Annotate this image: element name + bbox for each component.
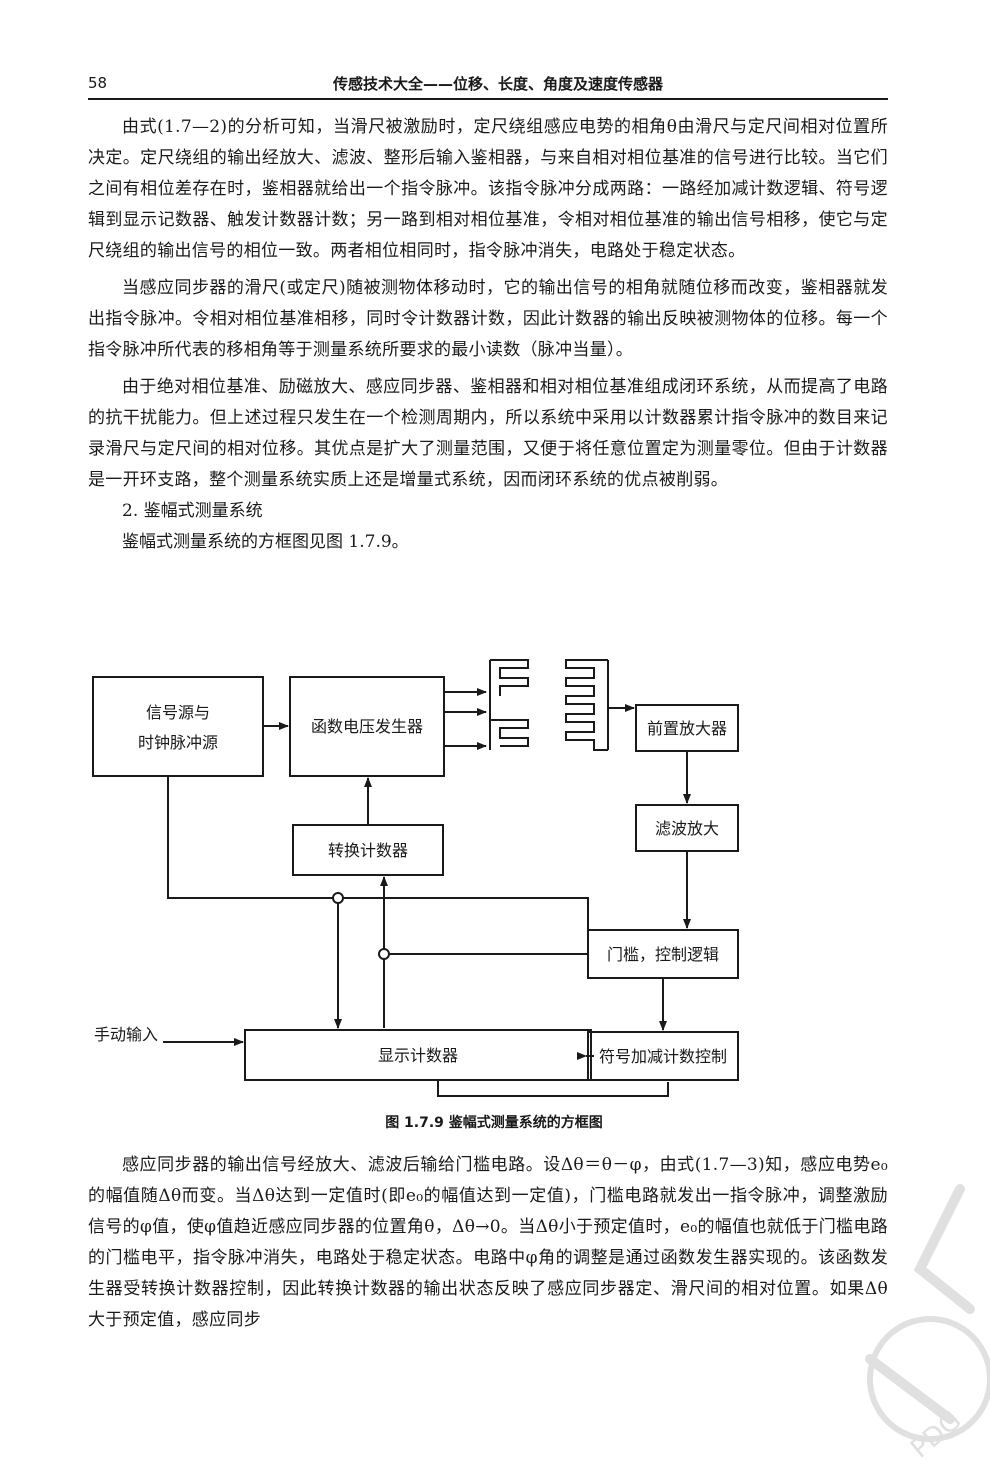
figure-caption: 图 1.7.9 鉴幅式测量系统的方框图 xyxy=(385,1115,603,1131)
label-conversion-counter: 转换计数器 xyxy=(328,841,408,860)
section-heading: 2. 鉴幅式测量系统 xyxy=(122,501,263,521)
paragraph-4: 感应同步器的输出信号经放大、滤波后输给门槛电路。设Δθ＝θ－φ，由式(1.7—3… xyxy=(88,1155,888,1330)
section-intro: 鉴幅式测量系统的方框图见图 1.7.9。 xyxy=(122,532,409,552)
label-signal-source-2: 时钟脉冲源 xyxy=(138,733,218,752)
label-sign-updown: 符号加减计数控制 xyxy=(599,1047,727,1066)
label-display-counter: 显示计数器 xyxy=(378,1046,458,1065)
page-header: 58 传感技术大全——位移、长度、角度及速度传感器 xyxy=(88,72,888,100)
body-text-bottom: 感应同步器的输出信号经放大、滤波后输给门槛电路。设Δθ＝θ－φ，由式(1.7—3… xyxy=(88,1150,888,1336)
label-manual-input: 手动输入 xyxy=(94,1025,158,1044)
label-function-generator: 函数电压发生器 xyxy=(311,717,423,736)
watermark-stamp-mark xyxy=(865,1184,990,1442)
paragraph-2: 当感应同步器的滑尺(或定尺)随被测物体移动时，它的输出信号的相角就随位移而改变，… xyxy=(88,278,888,360)
block-diagram: 信号源与 时钟脉冲源 函数电压发生器 前置放大器 滤波放大 转换计数器 门槛，控… xyxy=(88,650,900,1120)
label-signal-source-1: 信号源与 xyxy=(146,703,210,722)
watermark-stamp: PDG xyxy=(810,1159,990,1479)
label-preamp: 前置放大器 xyxy=(647,719,727,738)
body-text-top: 由式(1.7—2)的分析可知，当滑尺被激励时，定尺绕组感应电势的相角θ由滑尺与定… xyxy=(88,112,888,558)
paragraph-1: 由式(1.7—2)的分析可知，当滑尺被激励时，定尺绕组感应电势的相角θ由滑尺与定… xyxy=(88,117,888,261)
paragraph-3: 由于绝对相位基准、励磁放大、感应同步器、鉴相器和相对相位基准组成闭环系统，从而提… xyxy=(88,377,888,490)
function-generator-box xyxy=(289,676,445,777)
watermark-text: PDG xyxy=(905,1405,967,1464)
label-filter-amp: 滤波放大 xyxy=(655,819,719,838)
label-threshold-logic: 门槛，控制逻辑 xyxy=(607,945,719,964)
running-title: 传感技术大全——位移、长度、角度及速度传感器 xyxy=(332,75,663,93)
page-number: 58 xyxy=(88,74,108,92)
scale-winding xyxy=(565,659,609,751)
slider-winding xyxy=(489,659,529,750)
signal-source-box xyxy=(92,676,264,777)
